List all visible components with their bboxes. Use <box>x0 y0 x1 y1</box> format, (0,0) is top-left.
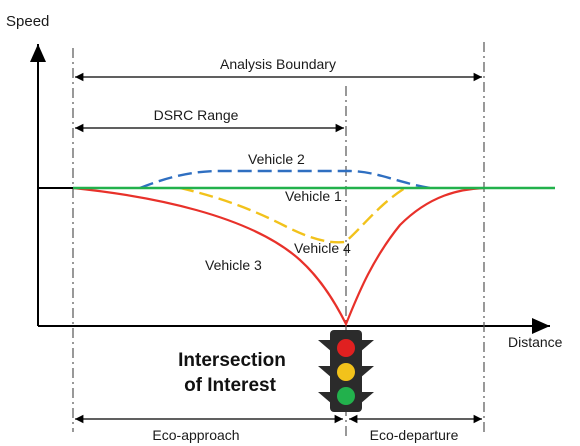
intersection-title-line2: of Interest <box>184 375 277 396</box>
analysis-boundary-label: Analysis Boundary <box>220 56 336 72</box>
intersection-title-line1: Intersection <box>178 350 286 371</box>
vehicle-4-label: Vehicle 4 <box>294 240 351 256</box>
yellow-light <box>337 363 355 381</box>
vehicle-2-curve <box>139 169 431 190</box>
dsrc-range-label: DSRC Range <box>154 107 239 123</box>
vehicle-2-label: Vehicle 2 <box>248 151 305 167</box>
red-light <box>337 339 355 357</box>
vehicle-3-curve <box>72 186 485 327</box>
traffic-light-icon <box>318 330 374 412</box>
vehicle-3-label: Vehicle 3 <box>205 257 262 273</box>
vehicle-1-label: Vehicle 1 <box>285 188 342 204</box>
vehicle-4-curve <box>179 186 406 244</box>
eco-departure-label: Eco-departure <box>370 427 459 443</box>
green-light <box>337 387 355 405</box>
y-axis-label: Speed <box>6 13 49 30</box>
eco-approach-label: Eco-approach <box>152 427 239 443</box>
x-axis-label: Distance <box>508 334 563 350</box>
